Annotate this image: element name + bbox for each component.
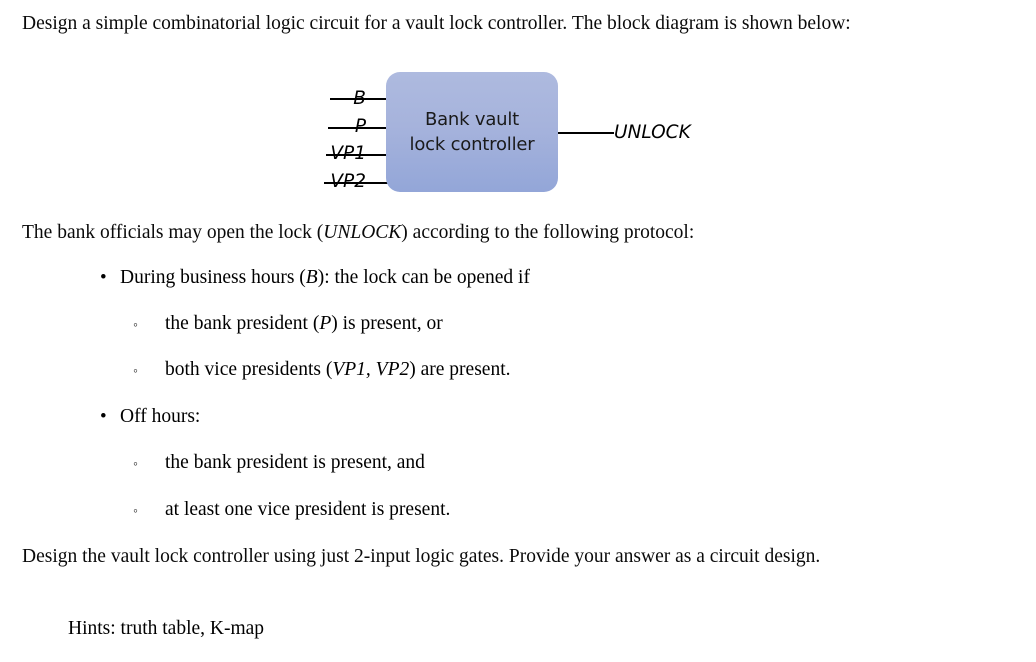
output-label-unlock: UNLOCK (614, 122, 691, 143)
hints-text: Hints: truth table, K-map (68, 618, 265, 639)
sub2-text-a: both vice presidents ( (165, 359, 333, 380)
input-wire-b-stub (330, 98, 390, 100)
sub2-text-var: VP1, VP2 (332, 359, 410, 380)
protocol-lead-b: ) according to the following protocol: (401, 222, 695, 243)
sub-list-item-label: the bank president is present, and (165, 452, 425, 473)
list-item-label: Off hours: (120, 406, 201, 427)
sub1-text-var: P (319, 313, 332, 334)
business-text-a: During business hours ( (120, 267, 306, 288)
controller-label-line-1: Bank vault (424, 109, 520, 130)
circle-marker-icon: ◦ (133, 317, 138, 332)
protocol-paragraph: The bank officials may open the lock (UN… (22, 219, 966, 247)
input-wire-p-stub (328, 127, 390, 129)
circle-marker-icon: ◦ (133, 503, 138, 518)
controller-box-label: Bank vault lock controller (386, 107, 558, 157)
protocol-lead-a: The bank officials may open the lock ( (22, 222, 324, 243)
design-instruction-paragraph: Design the vault lock controller using j… (22, 543, 966, 571)
design-instruction-text: Design the vault lock controller using j… (22, 546, 821, 567)
input-label-vp2: VP2 (330, 171, 366, 192)
input-label-vp1: VP1 (330, 143, 366, 164)
bullet-marker: • (100, 267, 107, 288)
business-text-b: ): the lock can be opened if (317, 267, 530, 288)
circle-marker-icon: ◦ (133, 363, 138, 378)
sub1-text-b: ) is present, or (331, 313, 443, 334)
protocol-lead-var: UNLOCK (323, 222, 402, 243)
block-diagram: B P VP1 VP2 Bank vault lock controller U… (270, 66, 740, 201)
business-text-var: B (305, 267, 318, 288)
bullet-marker: • (100, 406, 107, 427)
intro-paragraph: Design a simple combinatorial logic circ… (22, 10, 966, 38)
sub-list-item-label: the bank president (P) is present, or (165, 310, 443, 338)
input-wire-vp1-stub (326, 154, 390, 156)
input-wire-vp2-stub (324, 182, 390, 184)
sub1-text-a: the bank president ( (165, 313, 320, 334)
output-wire-unlock (558, 132, 614, 134)
intro-text: Design a simple combinatorial logic circ… (22, 13, 851, 34)
sub2-text-b: ) are present. (409, 359, 511, 380)
vault-lock-controller-box: Bank vault lock controller (386, 72, 558, 192)
input-label-p: P (354, 116, 366, 137)
sub-list-item-label: both vice presidents (VP1, VP2) are pres… (165, 356, 510, 384)
hints-line: Hints: truth table, K-map (68, 615, 264, 643)
sub-list-item-label: at least one vice president is present. (165, 499, 451, 520)
controller-label-line-2: lock controller (409, 134, 535, 155)
circle-marker-icon: ◦ (133, 456, 138, 471)
list-item-label: During business hours (B): the lock can … (120, 264, 530, 292)
